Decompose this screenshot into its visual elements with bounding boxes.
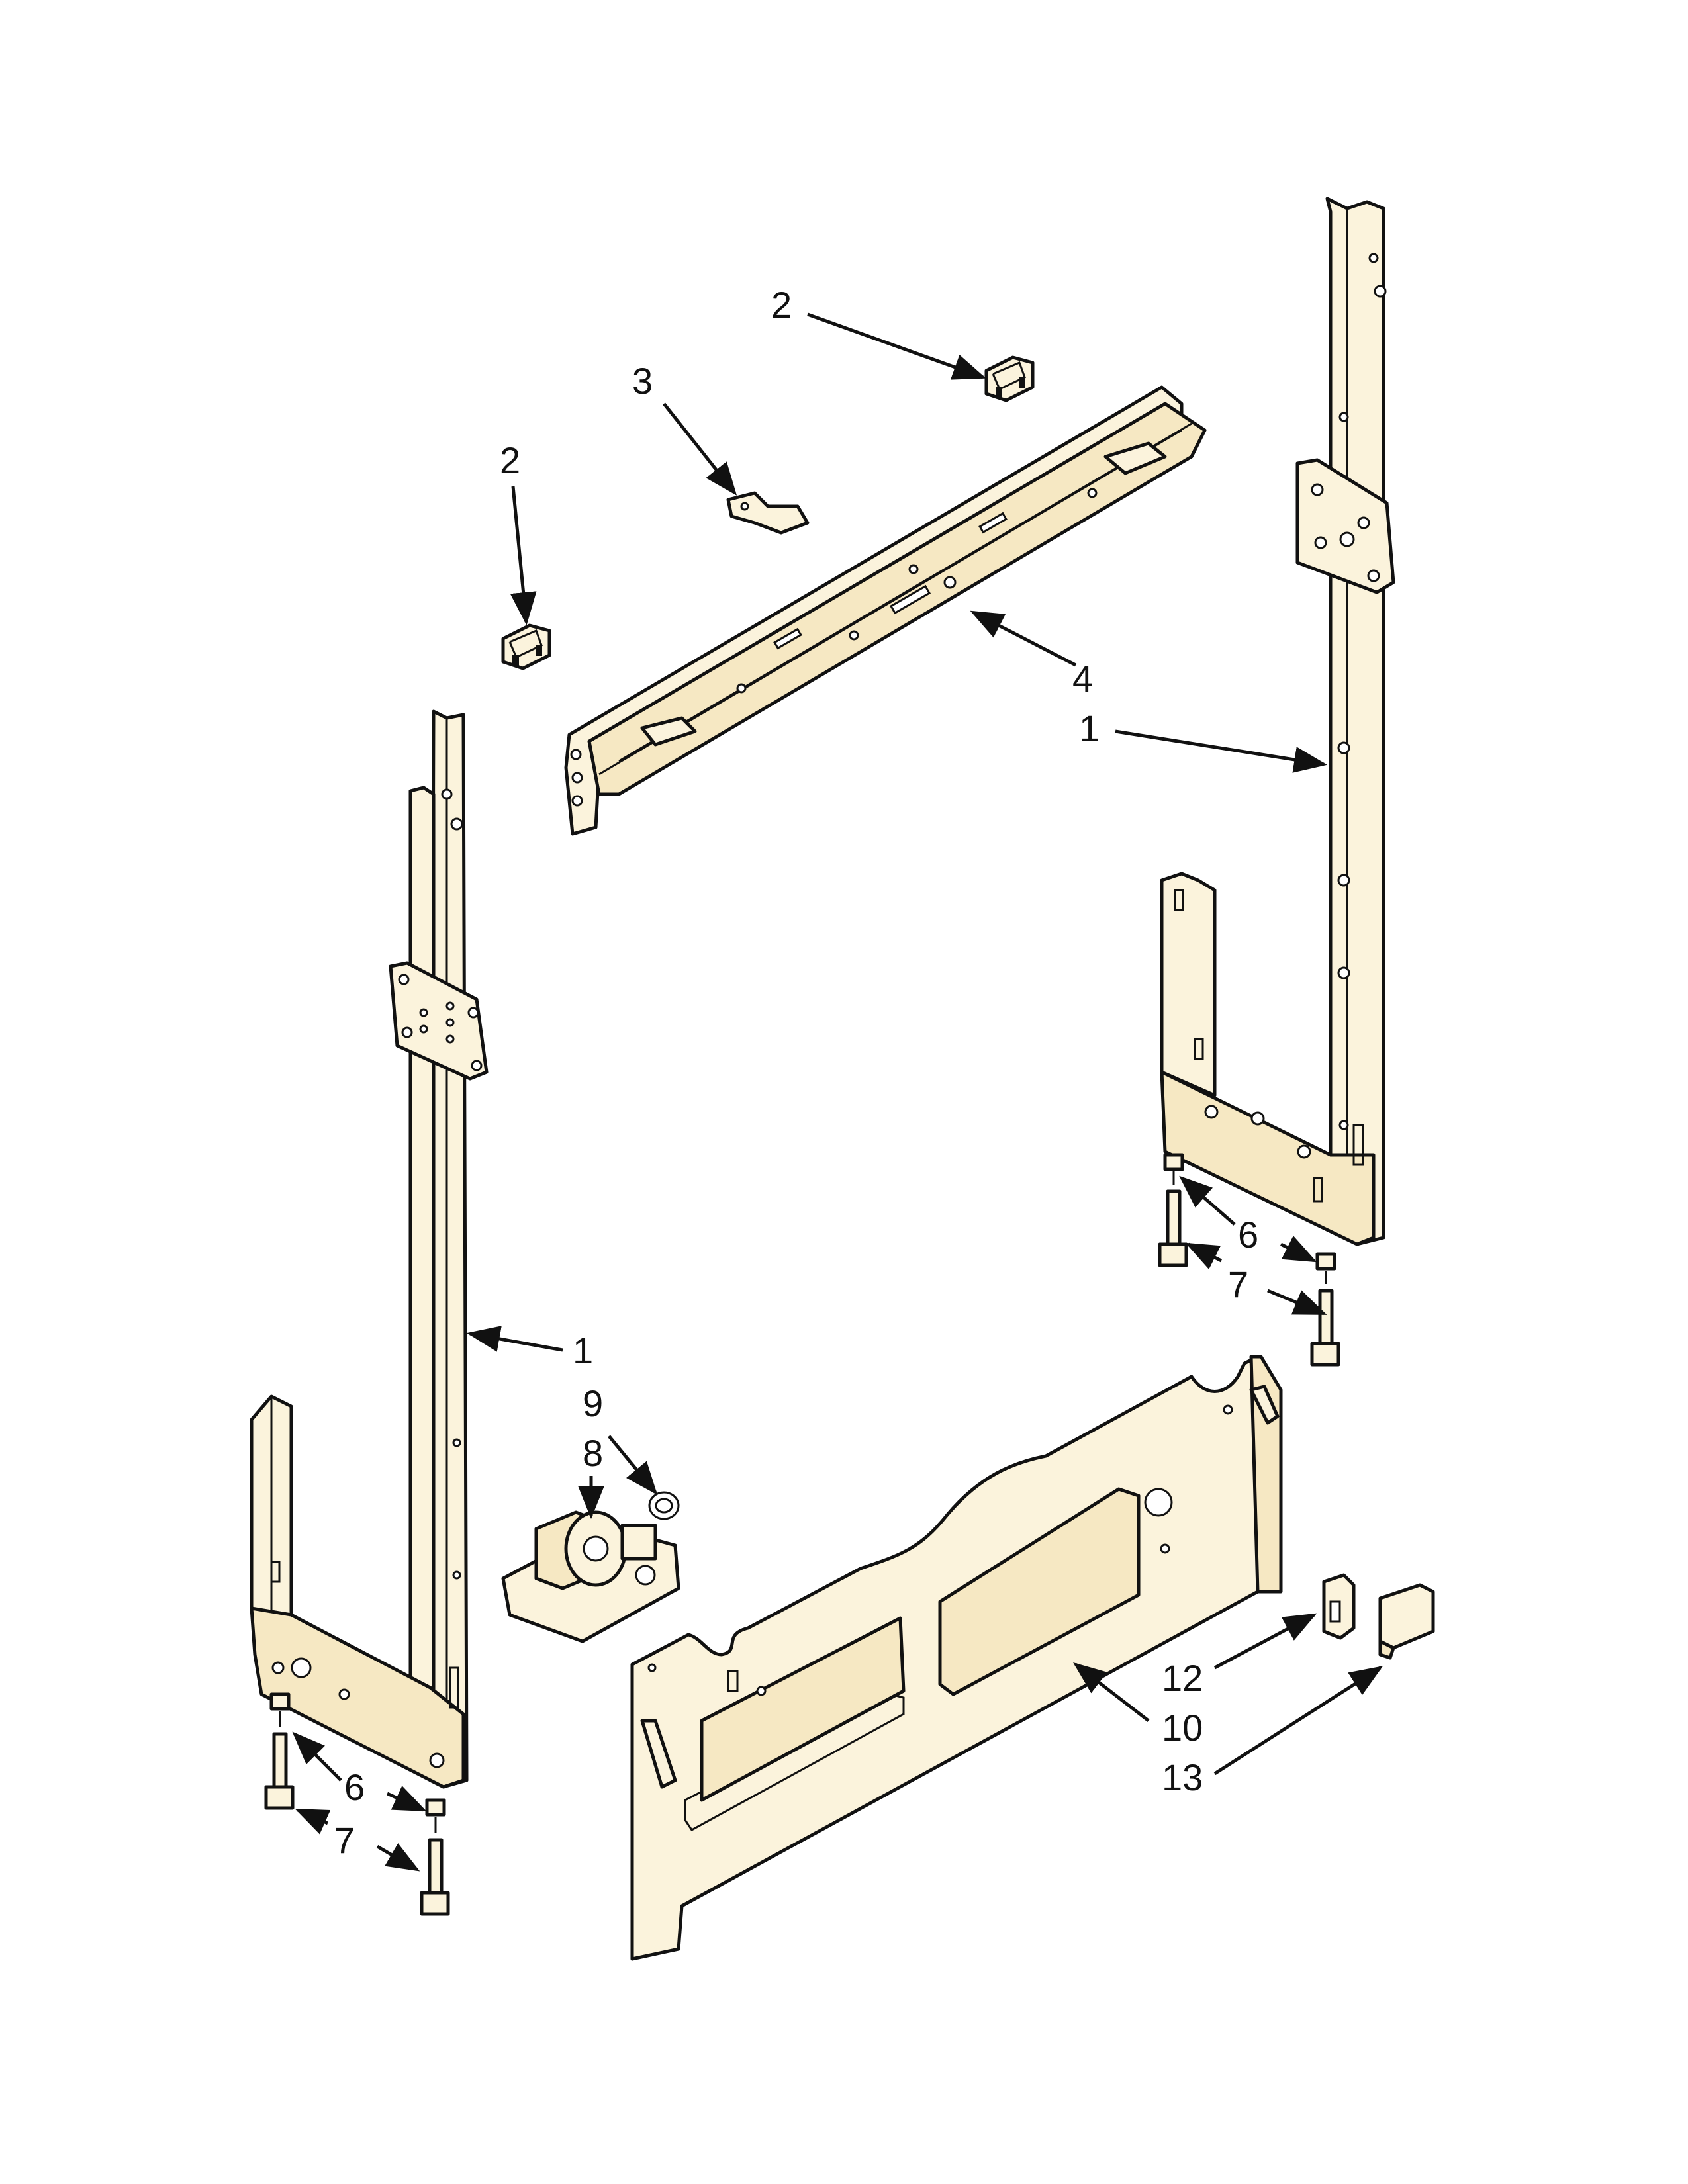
bolt-7c [1166,1189,1182,1246]
pad-7b [420,1891,450,1916]
leader-4 [970,610,1077,667]
callout-1-left: 1 [573,1330,593,1371]
bolt-7b [428,1838,444,1895]
bolt-7a [272,1732,288,1789]
clip-part-2-left [501,623,551,670]
leader-2-top [807,312,986,380]
leader-9 [608,1435,658,1495]
leader-6-left-a [292,1731,342,1782]
callout-13: 13 [1162,1756,1203,1798]
callout-7-left: 7 [334,1819,355,1861]
callout-7-right: 7 [1228,1263,1248,1305]
callout-9: 9 [583,1383,603,1424]
callout-10: 10 [1162,1707,1203,1749]
leader-7-left-a [295,1808,331,1835]
callout-6-right: 6 [1238,1214,1258,1255]
callout-8: 8 [583,1432,603,1474]
callout-6-left: 6 [344,1766,365,1808]
callout-labels: 2 3 2 4 1 6 7 1 9 8 6 7 12 10 13 [334,284,1258,1861]
bolt-7d [1318,1289,1334,1345]
right-upright-part-1 [1160,197,1395,1246]
callout-3: 3 [632,360,653,402]
callout-2-left: 2 [500,439,520,481]
water-valve-part-8 [501,1510,680,1643]
leveling-feet [264,1153,1340,1916]
leader-1-left [467,1326,563,1352]
clip-part-2-top [984,355,1035,402]
leader-6-left-b [386,1786,427,1812]
leader-1-right [1115,729,1327,773]
front-panel-part-10 [630,1355,1283,1961]
callout-4: 4 [1072,658,1093,700]
leader-7-right-a [1185,1242,1223,1270]
top-rail-part-4 [564,385,1207,836]
switch-part-12 [1322,1573,1356,1640]
left-upright-part-1 [250,709,489,1789]
nut-6b [425,1798,446,1817]
nut-6c [1163,1153,1184,1171]
leader-3 [663,402,737,496]
leader-10 [1073,1662,1150,1722]
o-ring-part-9 [648,1491,680,1520]
leader-6-right-a [1179,1175,1236,1226]
leader-7-right-b [1267,1289,1327,1316]
leader-12 [1213,1613,1317,1670]
nut-6d [1315,1252,1336,1271]
pad-7c [1158,1242,1188,1267]
leader-13 [1213,1666,1383,1776]
callout-2-top: 2 [771,284,792,326]
leader-2-left [510,486,537,625]
callout-1-right: 1 [1079,707,1100,749]
leader-7-left-b [376,1843,420,1872]
pad-7d [1310,1342,1340,1367]
nut-6a [269,1692,291,1711]
callout-12: 12 [1162,1657,1203,1699]
pad-7a [264,1785,295,1810]
cover-part-13 [1378,1583,1435,1660]
leader-6-right-b [1280,1235,1317,1263]
bracket-part-3 [726,491,810,535]
leader-arrows [292,312,1383,1872]
